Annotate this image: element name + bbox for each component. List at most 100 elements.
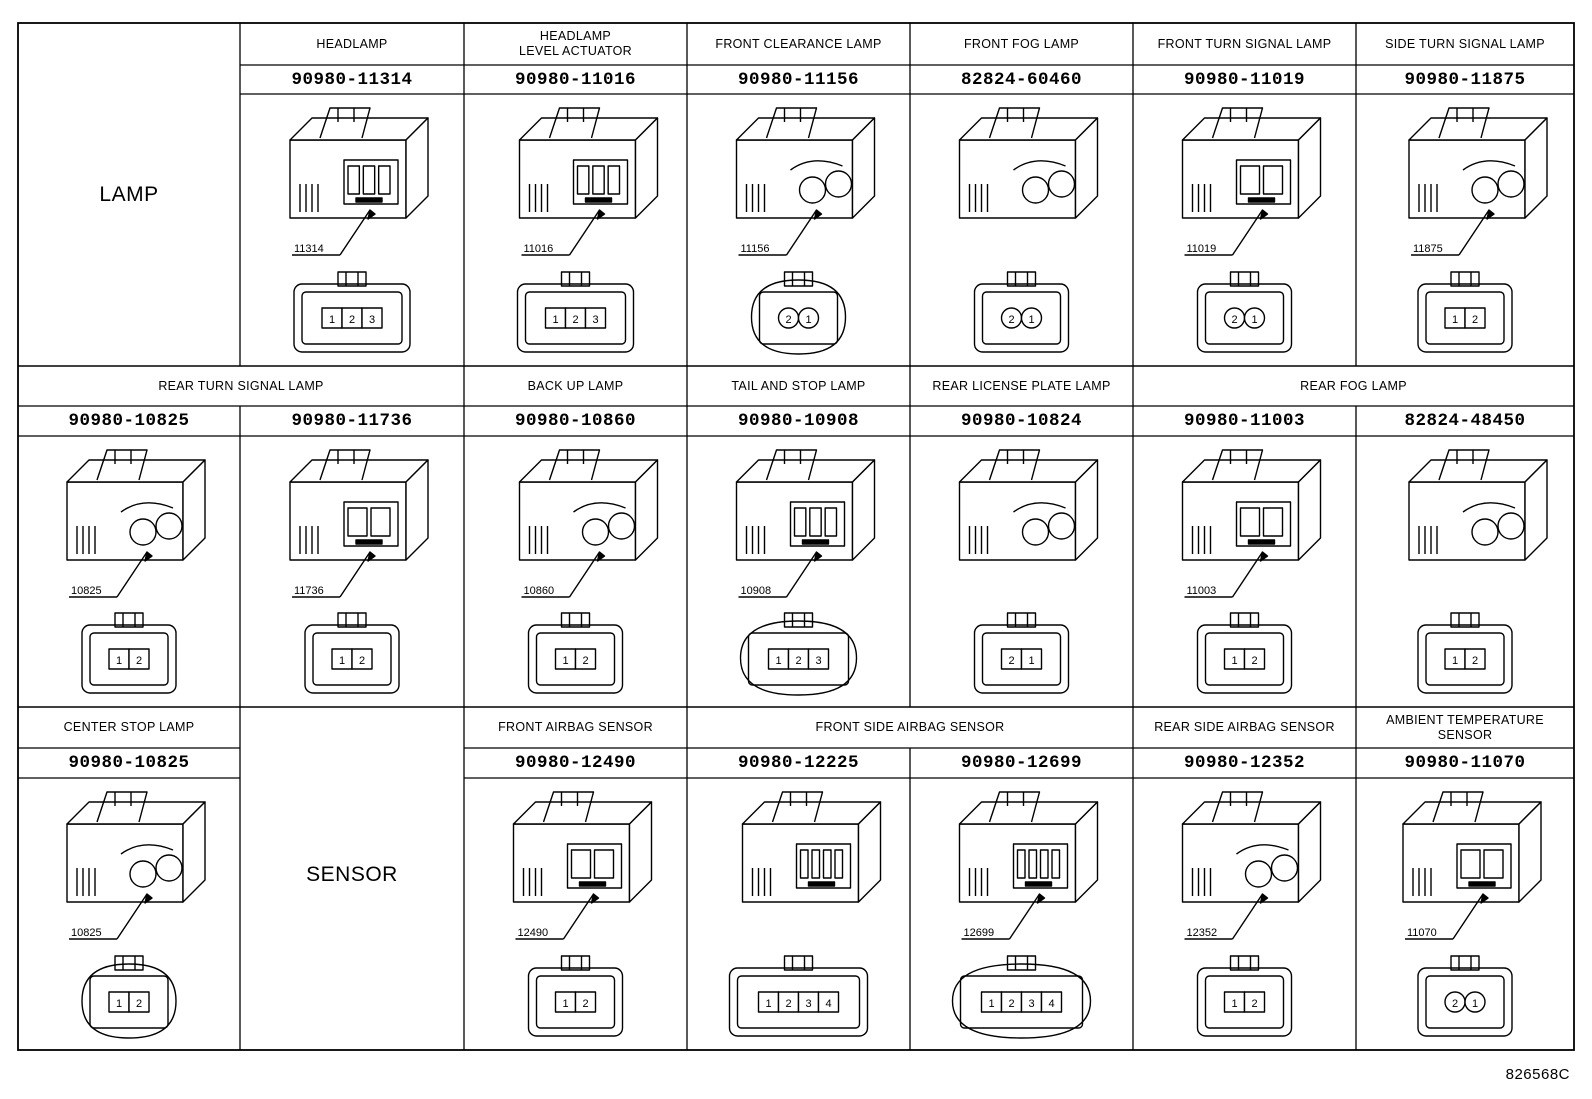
- terminal-pin: [1464, 307, 1486, 329]
- terminal-face-view: [750, 271, 847, 355]
- pin-number: 2: [785, 998, 791, 1010]
- connector-housing: [289, 107, 429, 219]
- connector-housing: [1181, 449, 1322, 561]
- part-number: 90980-11070: [1404, 753, 1526, 773]
- callout-label: 11875: [1413, 243, 1443, 255]
- part-number: 90980-11736: [291, 411, 413, 431]
- callout-label: 12352: [1187, 927, 1218, 939]
- pin-number: 2: [572, 314, 578, 326]
- connector-housing: [1408, 107, 1548, 219]
- connector-housing: [66, 791, 206, 903]
- pin-number: 2: [349, 314, 355, 326]
- callout-label: 11070: [1407, 927, 1437, 939]
- pin-number: 1: [1028, 655, 1034, 667]
- figure-id: 826568C: [1505, 1066, 1570, 1083]
- header-tail-and-stop-lamp: TAIL AND STOP LAMP: [731, 378, 866, 393]
- pin-number: 2: [136, 998, 142, 1010]
- callout-label: 11736: [294, 585, 324, 597]
- terminal-face-view: [527, 612, 624, 694]
- pin-number: 3: [1028, 998, 1034, 1010]
- terminal-face-view: [1196, 612, 1293, 694]
- pin-number: 1: [116, 998, 122, 1010]
- pin-number: 1: [1231, 998, 1237, 1010]
- connector-housing: [1181, 107, 1322, 219]
- callout-label: 11003: [1187, 585, 1217, 597]
- terminal-face-view: [527, 955, 624, 1037]
- terminal-pin: [817, 991, 840, 1013]
- pin-number: 1: [562, 998, 568, 1010]
- callout-label: 10908: [741, 585, 772, 597]
- terminal-pin: [1040, 991, 1063, 1013]
- part-number: 90980-11016: [514, 69, 637, 90]
- connector-housing: [66, 449, 206, 561]
- pin-number: 4: [1048, 998, 1054, 1010]
- terminal-face-view: [1417, 612, 1513, 694]
- terminal-pin: [584, 307, 607, 329]
- terminal-face-view: [293, 271, 411, 353]
- terminal-face-view: [739, 612, 858, 696]
- connector-housing: [289, 449, 429, 561]
- terminal-face-view: [973, 271, 1070, 353]
- header-front-turn-signal-lamp: FRONT TURN SIGNAL LAMP: [1157, 36, 1332, 51]
- header-front-fog-lamp: FRONT FOG LAMP: [963, 36, 1080, 51]
- pin-number: 1: [116, 655, 122, 667]
- part-number: 90980-10908: [737, 411, 860, 431]
- pin-number: 1: [329, 314, 335, 326]
- connector-housing: [1408, 449, 1548, 561]
- terminal-face-view: [81, 612, 177, 694]
- terminal-pin: [1464, 991, 1486, 1013]
- header-rear-license-plate-lamp: REAR LICENSE PLATE LAMP: [932, 378, 1111, 393]
- terminal-pin: [361, 307, 383, 329]
- section-label-lamp: LAMP: [99, 183, 159, 206]
- pin-number: 2: [1472, 655, 1478, 667]
- pin-number: 2: [795, 655, 801, 667]
- pin-number: 1: [1028, 314, 1034, 326]
- part-number: 90980-12490: [514, 753, 637, 773]
- terminal-face-view: [1417, 271, 1513, 353]
- callout-label: 11156: [741, 243, 770, 255]
- pin-number: 2: [582, 655, 588, 667]
- terminal-face-view: [516, 271, 635, 353]
- pin-number: 2: [785, 314, 791, 326]
- connector-housing: [1402, 791, 1542, 903]
- pin-number: 1: [805, 314, 811, 326]
- terminal-pin: [807, 648, 830, 670]
- pin-number: 1: [988, 998, 994, 1010]
- terminal-face-view: [81, 955, 177, 1039]
- part-number: 90980-11156: [737, 69, 860, 90]
- terminal-pin: [574, 648, 597, 670]
- part-number: 90980-10824: [960, 411, 1083, 431]
- pin-number: 1: [1452, 314, 1458, 326]
- header-front-side-airbag-sensor: FRONT SIDE AIRBAG SENSOR: [815, 720, 1005, 734]
- pin-number: 3: [592, 314, 598, 326]
- callout-label: 10860: [524, 585, 555, 597]
- terminal-pin: [1020, 307, 1043, 329]
- part-number: 90980-11875: [1404, 69, 1526, 90]
- part-number: 90980-12225: [737, 753, 860, 773]
- pin-number: 4: [825, 998, 831, 1010]
- part-number: 90980-11314: [291, 69, 413, 90]
- pin-number: 3: [815, 655, 821, 667]
- pin-number: 2: [1008, 314, 1014, 326]
- pin-number: 2: [1008, 998, 1014, 1010]
- pin-number: 1: [1452, 655, 1458, 667]
- pin-number: 2: [136, 655, 142, 667]
- header-front-clearance-lamp: FRONT CLEARANCE LAMP: [715, 36, 882, 51]
- connector-housing: [741, 791, 882, 903]
- part-number: 90980-10860: [514, 411, 637, 431]
- connector-housing: [958, 449, 1099, 561]
